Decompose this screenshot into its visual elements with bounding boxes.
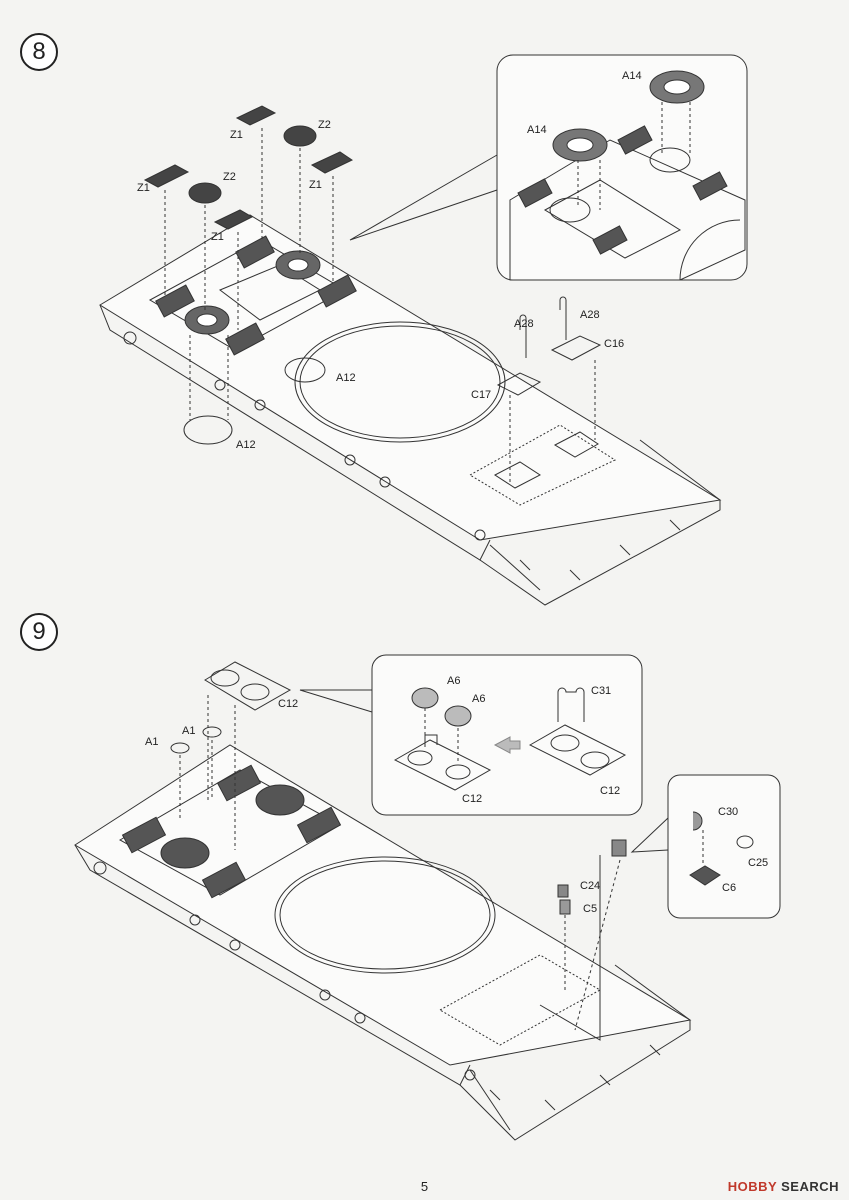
label-c12: C12 — [278, 698, 298, 710]
label-z2: Z2 — [223, 171, 236, 183]
label-c24: C24 — [580, 880, 600, 892]
label-z2: Z2 — [318, 119, 331, 131]
watermark-logo: HOBBY SEARCH — [727, 1179, 839, 1194]
label-a1: A1 — [182, 725, 195, 737]
step-9-labels: A1 A1 C12 A6 A6 C31 C12 C12 C24 C5 C30 C… — [145, 675, 768, 915]
step-9-number: 9 — [20, 613, 58, 651]
label-z1: Z1 — [137, 182, 150, 194]
label-a6: A6 — [472, 693, 485, 705]
label-a14: A14 — [622, 70, 642, 82]
page-number: 5 — [420, 1179, 429, 1194]
step-9-callout-hatch — [299, 654, 643, 816]
label-c31: C31 — [591, 685, 611, 697]
label-a28: A28 — [514, 318, 534, 330]
step-8-number: 8 — [20, 33, 58, 71]
label-a12: A12 — [336, 372, 356, 384]
label-a6: A6 — [447, 675, 460, 687]
label-a12: A12 — [236, 439, 256, 451]
step-8-labels: Z1 Z1 Z1 Z1 Z2 Z2 A12 A12 A28 A28 C16 C1… — [137, 70, 642, 451]
label-z1: Z1 — [211, 231, 224, 243]
label-c16: C16 — [604, 338, 624, 350]
step-9-hull — [74, 661, 692, 1141]
step-9-callout-bracket — [630, 774, 781, 919]
label-c6: C6 — [722, 882, 736, 894]
label-c12: C12 — [462, 793, 482, 805]
label-c25: C25 — [748, 857, 768, 869]
label-c30: C30 — [718, 806, 738, 818]
label-c17: C17 — [471, 389, 491, 401]
label-z1: Z1 — [309, 179, 322, 191]
label-z1: Z1 — [230, 129, 243, 141]
label-c12: C12 — [600, 785, 620, 797]
step-8-callout — [349, 54, 748, 281]
label-a1: A1 — [145, 736, 158, 748]
label-c5: C5 — [583, 903, 597, 915]
step-8-hull — [99, 105, 722, 606]
label-a28: A28 — [580, 309, 600, 321]
label-a14: A14 — [527, 124, 547, 136]
